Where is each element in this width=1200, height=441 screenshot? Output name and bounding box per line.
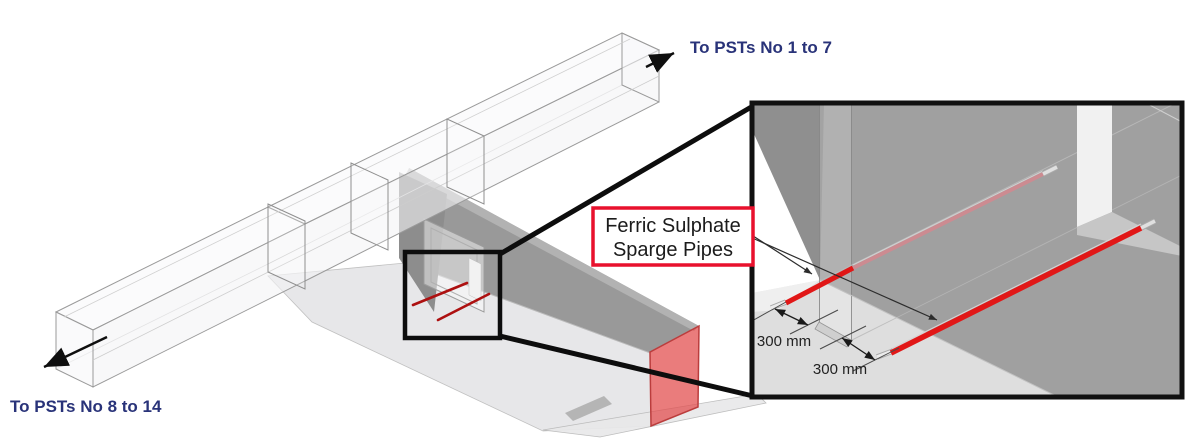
zoom-source-box <box>402 249 503 341</box>
callout: Ferric Sulphate Sparge Pipes <box>591 206 938 321</box>
cross-frame-c <box>446 118 485 205</box>
channel-to-psts-1-7 <box>266 32 661 282</box>
inset-floor-highlight <box>752 280 820 312</box>
inset-sloped-wall <box>752 103 824 280</box>
dimension-arrow-1 <box>774 308 809 326</box>
gate-recess-strip <box>468 257 482 302</box>
sparge-pipe-2 <box>436 292 491 322</box>
inset-sparge-pipe-lower <box>876 218 1157 360</box>
cross-frame-b <box>350 162 389 251</box>
cross-frame-a <box>267 203 306 290</box>
flow-label-top: To PSTs No 1 to 7 <box>690 38 832 57</box>
inset-floor-edge <box>819 279 1059 397</box>
branch-far-wall-top <box>405 168 699 331</box>
flow-arrow-bottom-icon <box>43 335 108 369</box>
channel-to-psts-8-14 <box>54 206 307 388</box>
sparge-pipes-main <box>411 281 491 322</box>
main-3d-view <box>54 32 767 438</box>
sparge-pipe-1 <box>411 281 469 307</box>
callout-line-2: Sparge Pipes <box>613 239 733 261</box>
zoom-connector-top <box>498 103 755 257</box>
detail-inset: 300 mm 300 mm <box>749 100 1185 400</box>
main-channel <box>54 32 661 388</box>
flow-labels: To PSTs No 1 to 7 To PSTs No 8 to 14 <box>10 38 832 416</box>
dimension-extension-lines <box>752 301 900 372</box>
flow-label-bottom: To PSTs No 8 to 14 <box>10 397 162 416</box>
pointer-arrow-lower <box>749 236 938 321</box>
inset-gate-recess <box>1077 103 1112 227</box>
zoom-connector-bottom <box>499 333 754 399</box>
gate-inner-frame <box>430 227 478 305</box>
inset-gate-band <box>819 103 852 340</box>
gate-frame <box>423 218 485 313</box>
dimension-label-1: 300 mm <box>757 333 811 350</box>
channel-end-face-right <box>621 32 660 103</box>
dimension-arrow-2 <box>841 337 876 361</box>
sluice-lip-wedge <box>565 396 612 421</box>
inset-edge-line <box>851 174 1182 341</box>
flow-arrow-top-icon <box>645 51 675 73</box>
inset-sparge-pipe-upper <box>769 164 1059 311</box>
callout-line-1: Ferric Sulphate <box>605 215 741 237</box>
pointer-arrow-upper <box>749 233 813 275</box>
callout-box <box>591 206 755 267</box>
inset-floor <box>752 280 1058 397</box>
dimension-label-2: 300 mm <box>813 361 867 378</box>
